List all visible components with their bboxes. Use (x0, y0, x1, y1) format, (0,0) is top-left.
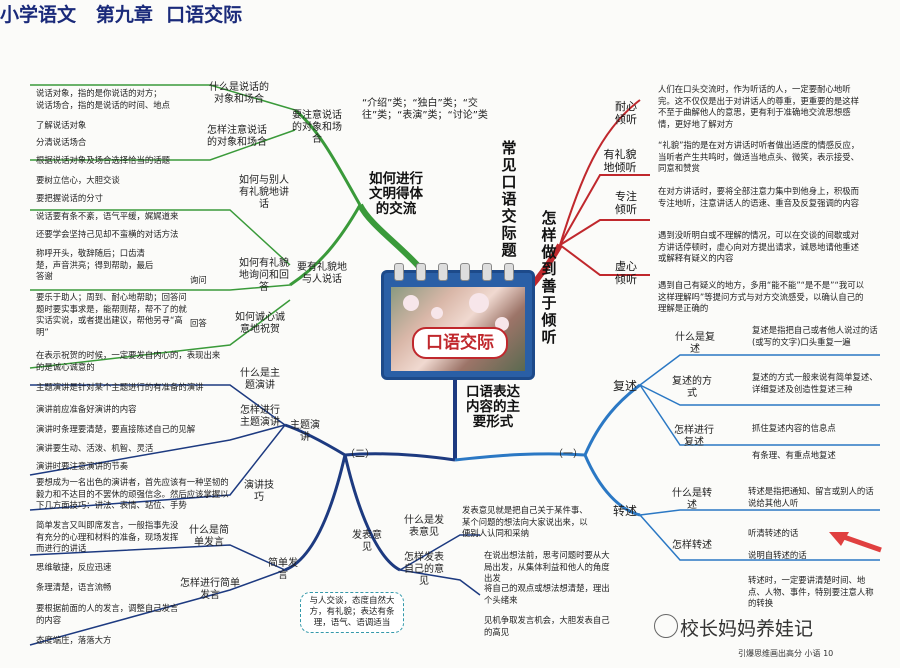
how-opinion-note-2: 将自己的观点或想法想清楚，理出个头绪来 (484, 583, 610, 605)
speech-label: 主题演讲 (290, 420, 320, 443)
ask-answer-label: 如何有礼貌地询问和回答 (239, 258, 289, 293)
answer-label: 回答 (190, 318, 207, 328)
object-occasion-label: 要注意说话的对象和场合 (292, 110, 342, 145)
relay-label: 转述 (612, 504, 637, 518)
how-relay-note-1: 听清转述的话 (748, 528, 799, 538)
how-object-occasion-label: 怎样注意说话的对象和场合 (207, 125, 267, 148)
ask-label: 询问 (190, 275, 207, 285)
what-brief-note: 简单发言又叫即席发言，一般指事先没有充分的心理和材料的准备，现场发挥而进行的讲话 (36, 520, 179, 553)
humble-note-2: 遇到自己有疑义的地方，多用“能不能”“是不是”“我可以这样理解吗”等提问方式与对… (658, 280, 864, 313)
how-retell-note-1: 抓住复述内容的信息点 (752, 423, 836, 433)
part-two-tag: （二） (345, 449, 375, 460)
how-brief-note-1: 思维敏捷，反应迅速 (36, 562, 112, 572)
how-speech-note-3: 演讲要生动、活泼、机智、灵活 (36, 443, 154, 453)
how-note-1: 了解说话对象 (36, 120, 87, 130)
humble-note: 遇到没听明白或不理解的情况，可以在交谈的间歇或对方讲话停顿时，虚心向对方提出请求… (658, 230, 859, 263)
how-relay-note-2: 说明自转述的话 (748, 550, 807, 560)
arrow-icon (829, 532, 882, 553)
what-opinion-note: 发表意见就是把自己关于某件事、某个问题的想法向大家说出来，以便别人认同和采纳 (462, 505, 588, 538)
how-brief-note-2: 条理清楚，语言流畅 (36, 582, 112, 592)
polite-note-1: 要树立信心，大胆交谈 (36, 175, 120, 185)
how-speech-note-4: 演讲时要注意演讲的节奏 (36, 461, 129, 471)
object-occasion-note-1: 说话对象，指的是你说话的对方； (36, 88, 162, 98)
congrats-label: 如何诚心诚意地祝贺 (235, 312, 285, 335)
polite-listening-note: “礼貌”指的是在对方讲话时听者做出适度的情感反应，当听者产生共鸣时，做适当地点头… (658, 140, 860, 173)
how-speech-note-1: 演讲前应准备好演讲的内容 (36, 404, 137, 414)
what-brief-label: 什么是简单发言 (189, 525, 229, 548)
ask-note: 称呼开头，敬辞随后；口齿清楚，声音洪亮；得到帮助，最后答谢 (36, 248, 154, 281)
opinion-tip: 与人交谈，态度自然大方，有礼貌；表达有条理，语气、语调适当 (300, 592, 404, 633)
patient-note: 人们在口头交流时，作为听话的人，一定要耐心地听完。这不仅仅是出于对讲话人的尊重，… (658, 84, 859, 129)
footer: 引爆思维画出高分 小语 10 (738, 649, 834, 658)
patient-listening-label: 耐心倾听 (615, 100, 637, 126)
how-opinion-note-3: 见机争取发言机会，大胆发表自己的高见 (484, 615, 610, 637)
how-retell-note-2: 有条理、有重点地复述 (752, 450, 836, 460)
retell-label: 复述 (612, 379, 637, 393)
speech-skills-note: 要想成为一名出色的演讲者，首先应该有一种坚韧的毅力和不达目的不罢休的顽强信念。然… (36, 477, 229, 510)
brief-label: 简单发言 (268, 558, 298, 581)
how-polite-label: 如何与别人有礼貌地讲话 (239, 175, 289, 210)
focused-note: 在对方讲话时，要将全部注意力集中到他身上，积极而专注地听，注意讲话人的语速、重音… (658, 186, 859, 208)
polite-note-2: 要把握说话的分寸 (36, 193, 103, 203)
what-retell-label: 什么是复述 (675, 332, 715, 355)
congrats-note: 在表示祝贺的时候，一定要发自内心的，表现出来的是诚心诚意的 (36, 350, 221, 372)
polite-talk-label: 要有礼貌地与人说话 (297, 262, 347, 285)
focused-listening-label: 专注倾听 (615, 190, 637, 216)
wechat-icon (654, 614, 678, 638)
what-object-occasion-label: 什么是说话的对象和场合 (209, 82, 269, 105)
retell-methods-note: 复述的方式一般来说有简单复述、详细复述及创造性复述三种 (752, 372, 878, 394)
what-speech-label: 什么是主题演讲 (240, 368, 280, 391)
speech-skills-label: 演讲技巧 (244, 480, 274, 503)
what-retell-note: 复述是指把自己或者他人说过的话(或写的文字)口头重复一遍 (752, 325, 878, 347)
object-occasion-note-2: 说话场合，指的是说话的时间、地点 (36, 100, 170, 110)
what-opinion-label: 什么是发表意见 (404, 515, 444, 538)
how-speech-label: 怎样进行主题演讲 (240, 405, 280, 428)
center-calendar: 口语交际 (381, 263, 535, 380)
how-retell-label: 怎样进行复述 (674, 425, 714, 448)
how-speech-note-2: 演讲时条理要清楚，要直接陈述自己的见解 (36, 424, 196, 434)
humble-listening-label: 虚心倾听 (615, 260, 637, 286)
center-label: 口语交际 (412, 327, 508, 359)
types-list: “介绍”类；“独白”类；“交往”类；“表演”类；“讨论”类 (362, 98, 488, 121)
polite-note-4: 还要学会坚持己见却不蛮横的对话方法 (36, 229, 179, 239)
opinion-label: 发表意见 (352, 530, 382, 553)
part-one-tag: （一） (553, 449, 583, 460)
polite-listening-label: 有礼貌地倾听 (603, 148, 637, 174)
how-note-3: 根据说话对象及场合选择恰当的话题 (36, 155, 170, 165)
how-note-2: 分清说话场合 (36, 137, 87, 147)
answer-note: 要乐于助人；周到、耐心地帮助；回答问题时要实事求是，能帮则帮，帮不了的就实话实说… (36, 292, 187, 337)
listening-heading: 怎样做到善于倾听 (541, 209, 557, 346)
how-opinion-label: 怎样发表自己的意见 (404, 552, 444, 587)
how-brief-note-4: 态度端庄，落落大方 (36, 635, 112, 645)
expression-forms-heading: 口语表达内容的主要形式 (466, 384, 520, 430)
retell-methods-label: 复述的方式 (672, 376, 712, 399)
what-relay-label: 什么是转述 (672, 488, 712, 511)
what-speech-note: 主题演讲是针对某个主题进行的有准备的演讲 (36, 382, 204, 392)
calendar-rings (394, 263, 522, 281)
how-opinion-note-1: 在说出想法前，思考问题时要从大局出发，从集体利益和他人的角度出发 (484, 550, 610, 583)
how-relay-note-3: 转述时，一定要讲清楚时间、地点、人物、事件，特别要注意人称的转换 (748, 575, 874, 608)
how-brief-label: 怎样进行简单发言 (180, 578, 240, 601)
how-brief-note-3: 要根据前面的人的发言，调整自己发言的内容 (36, 603, 179, 625)
polite-note-3: 说话要有条不紊，语气平缓，娓娓道来 (36, 211, 179, 221)
what-relay-note: 转述是指把通知、留言或别人的话说给其他人听 (748, 486, 874, 508)
watermark: 校长妈妈养娃记 (680, 618, 814, 640)
civil-communication-heading: 如何进行文明得体的交流 (369, 171, 423, 217)
page-title: 小学语文 第九章 口语交际 (0, 4, 243, 26)
how-relay-label: 怎样转述 (672, 540, 712, 551)
common-topics-heading: 常见口语交际题 (501, 139, 517, 259)
